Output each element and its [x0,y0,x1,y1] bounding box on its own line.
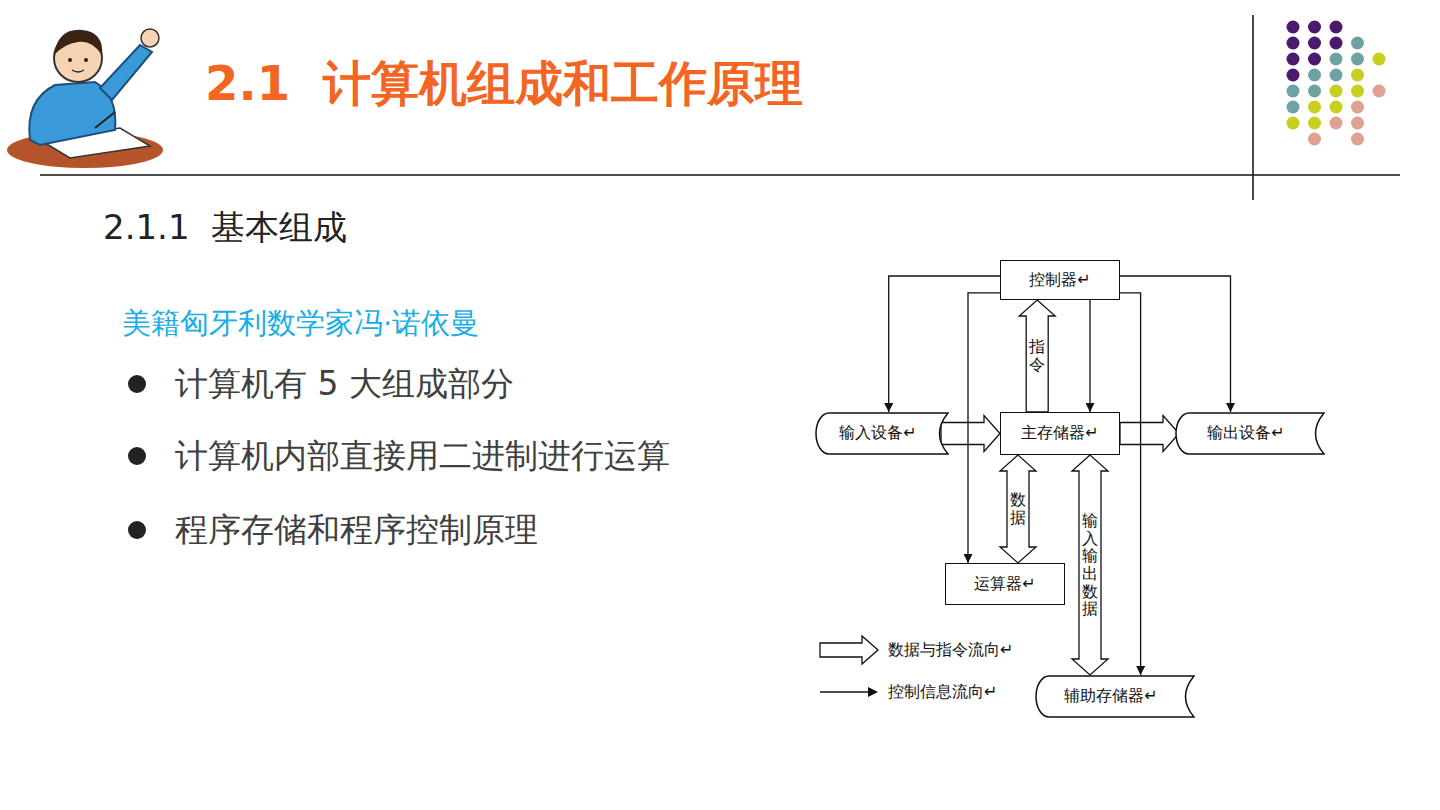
alu-box: 运算器↵ [945,563,1065,605]
slide-title: 2.1 计算机组成和工作原理 [205,52,803,116]
node-text: 辅助存储器↵ [1064,686,1157,707]
node-text: 运算器↵ [974,574,1035,595]
data-flow-arrow [1000,455,1036,563]
data-flow-arrow [1120,416,1179,452]
author-note: 美籍匈牙利数学家冯·诺依曼 [122,304,479,344]
bullet-dots [128,375,146,539]
device-shape: 输出设备↵ [1175,412,1325,455]
bullet-text: 程序存储和程序控制原理 [175,508,538,553]
control-line [1089,300,1090,412]
node-text: 输入设备↵ [839,423,916,444]
control-box: 控制器↵ [1000,260,1120,300]
bullet-text: 计算机内部直接用二进制进行运算 [175,434,670,479]
legend-samples [820,636,878,697]
control-line [1120,293,1141,675]
control-line [889,276,1000,412]
storage-shape: 辅助存储器↵ [1035,675,1195,718]
edge-label: 数据 [1010,491,1026,526]
node-text: 主存储器↵ [1021,423,1098,444]
edge-label: 输入输出数据 [1082,512,1098,618]
data-flow-arrow [1072,455,1108,675]
cartoon-person [7,29,163,168]
bullet-text: 计算机有 5 大组成部分 [175,362,514,407]
node-text: 输出设备↵ [1207,423,1284,444]
rule-line [40,174,1400,176]
memory-box: 主存储器↵ [1000,412,1120,455]
rule-line [1252,15,1254,200]
legend-text: 数据与指令流向↵ [888,640,1013,661]
legend-text: 控制信息流向↵ [888,682,997,703]
dot-grid [1287,21,1386,146]
edge-label: 指令 [1029,338,1045,373]
section-heading: 2.1.1 基本组成 [103,205,347,251]
control-line [968,293,1000,563]
data-flow-arrow [1019,300,1055,412]
data-flow-arrow [941,416,1000,452]
node-text: 控制器↵ [1029,270,1090,291]
device-shape: 输入设备↵ [815,412,949,455]
control-line [1120,276,1231,412]
